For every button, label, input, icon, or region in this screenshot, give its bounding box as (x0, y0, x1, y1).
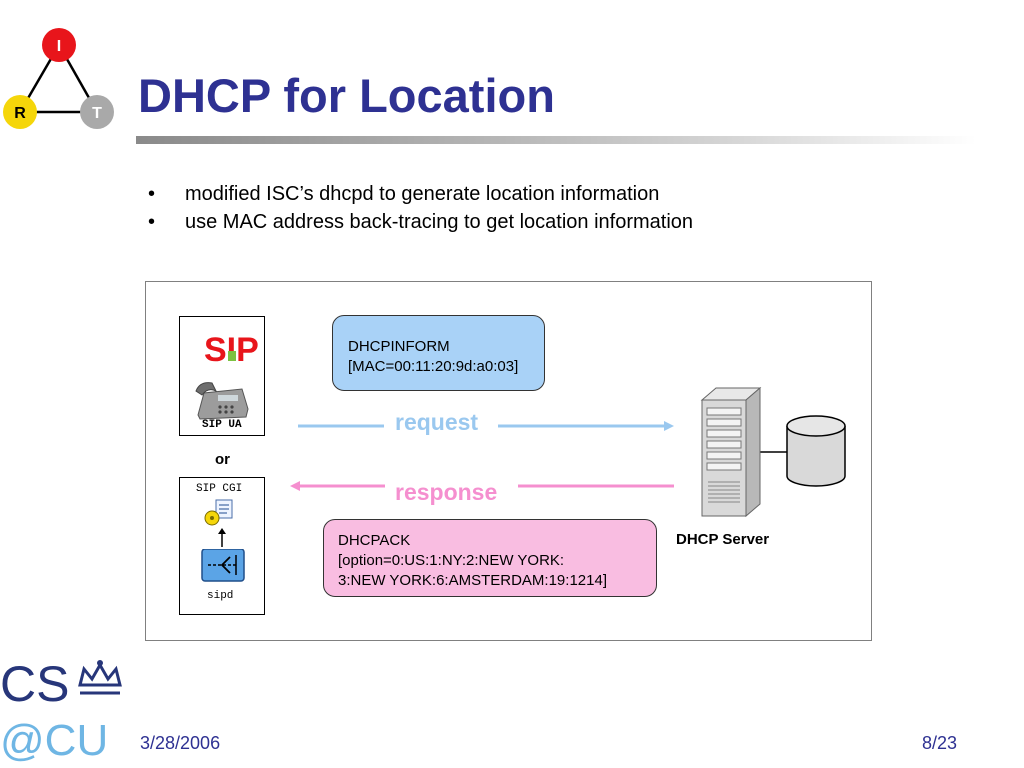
request-label: request (395, 409, 479, 435)
bullet-list: • modified ISC’s dhcpd to generate locat… (148, 180, 693, 236)
sip-ua-box: SIP SIP UA (179, 316, 265, 436)
logo-letter-i: I (57, 38, 61, 55)
ack-line: DHCPACK (338, 532, 411, 549)
sip-cgi-box: SIP CGI sipd (179, 477, 265, 615)
footer-page-number: 8/23 (922, 733, 958, 753)
inform-line: [MAC=00:11:20:9d:a0:03] (348, 358, 519, 375)
slide-title: DHCP for Location (138, 69, 555, 122)
flow-arrow-up-icon (218, 528, 226, 547)
bullet-item: • use MAC address back-tracing to get lo… (148, 208, 693, 236)
dhcp-server-label: DHCP Server (676, 531, 770, 548)
inform-line: DHCPINFORM (348, 338, 450, 355)
response-label: response (395, 479, 498, 505)
server-tower-icon (700, 386, 762, 518)
cscu-logo-top: CS (0, 656, 69, 712)
bullet-text: modified ISC’s dhcpd to generate locatio… (185, 183, 660, 205)
sipd-label: sipd (207, 590, 234, 602)
sip-ua-label: SIP UA (202, 419, 242, 431)
bullet-text: use MAC address back-tracing to get loca… (185, 211, 694, 233)
dhcpack-message: DHCPACK [option=0:US:1:NY:2:NEW YORK: 3:… (323, 519, 657, 597)
ack-line: [option=0:US:1:NY:2:NEW YORK: (338, 552, 565, 569)
database-icon (786, 415, 846, 487)
ack-line: 3:NEW YORK:6:AMSTERDAM:19:1214] (338, 572, 607, 589)
sip-logo-icon: SIP (204, 331, 259, 369)
bullet-marker: • (148, 211, 156, 233)
bullet-marker: • (148, 183, 156, 205)
cgi-script-icon (204, 499, 233, 526)
phone-icon (195, 382, 249, 420)
dhcpinform-message: DHCPINFORM [MAC=00:11:20:9d:a0:03] (332, 315, 545, 391)
irt-logo: I R T (3, 28, 114, 129)
logo-letter-t: T (92, 105, 102, 122)
footer-date: 3/28/2006 (140, 733, 221, 753)
sipd-icon (201, 549, 245, 582)
sip-cgi-label: SIP CGI (196, 483, 243, 495)
logo-letter-r: R (14, 105, 26, 122)
title-divider (136, 136, 976, 144)
cs-cu-logo: CS @CU (0, 656, 122, 765)
or-label: or (215, 451, 230, 468)
crown-icon (78, 661, 122, 695)
cscu-logo-bottom: @CU (0, 716, 108, 765)
bullet-item: • modified ISC’s dhcpd to generate locat… (148, 180, 693, 208)
sip-logo-text: SIP (204, 331, 259, 369)
